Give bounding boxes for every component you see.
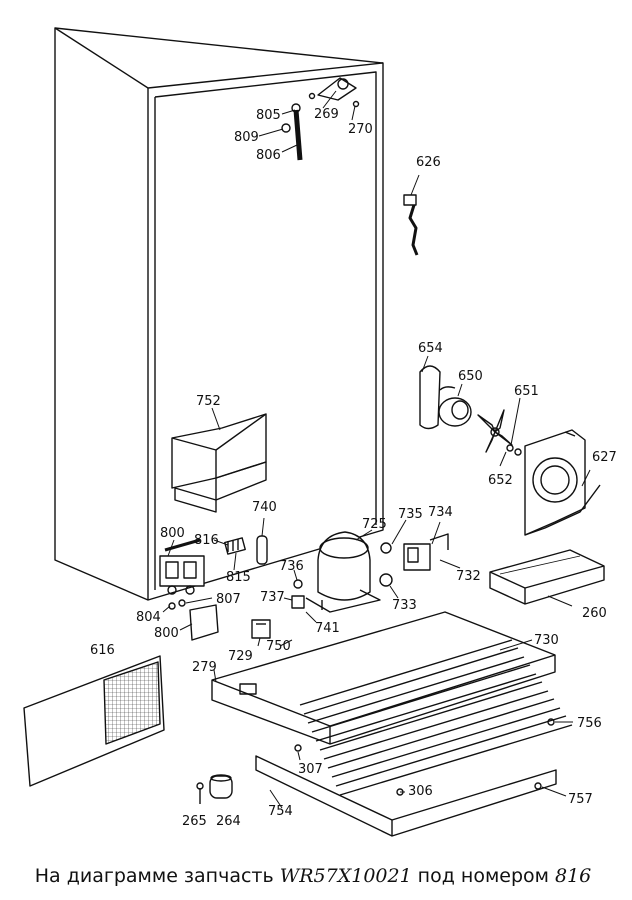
- part-labels: 805 269 270 809 806 626 654 650 651 627 …: [90, 107, 617, 829]
- label-740: 740: [252, 500, 277, 515]
- label-269: 269: [314, 107, 339, 122]
- part-269-270-bracket: [308, 77, 360, 108]
- label-807: 807: [216, 592, 241, 607]
- part-756-screw: [547, 718, 555, 726]
- label-652: 652: [488, 473, 513, 488]
- part-757-screw: [534, 782, 542, 790]
- label-270: 270: [348, 122, 373, 137]
- label-737: 737: [260, 590, 285, 605]
- parts-exploded-diagram: 805 269 270 809 806 626 654 650 651 627 …: [23, 27, 617, 837]
- part-737-sleeve: [291, 595, 305, 609]
- label-306: 306: [408, 784, 433, 799]
- label-264: 264: [216, 814, 241, 829]
- caption-part-code: WR57X10021: [279, 865, 412, 887]
- part-733-grommet: [379, 573, 393, 587]
- label-732: 732: [456, 569, 481, 584]
- label-741: 741: [315, 621, 340, 636]
- label-736: 736: [279, 559, 304, 574]
- part-650-fan-motor: [419, 365, 472, 430]
- label-627: 627: [592, 450, 617, 465]
- part-307-screw: [294, 744, 302, 752]
- part-626-cord: [403, 194, 419, 256]
- label-750: 750: [266, 639, 291, 654]
- label-265: 265: [182, 814, 207, 829]
- label-260: 260: [582, 606, 607, 621]
- part-736-grommet: [293, 579, 303, 589]
- part-816-fitting: [224, 537, 246, 555]
- part-740-relay: [256, 535, 268, 565]
- label-654: 654: [418, 341, 443, 356]
- leader-lines: [162, 90, 591, 809]
- part-627-fan-shroud: [524, 429, 601, 536]
- part-805-806-809-tube: [281, 103, 303, 161]
- part-754-base-pan: [255, 755, 557, 837]
- part-807-clip: [178, 599, 186, 607]
- label-730: 730: [534, 633, 559, 648]
- part-800-water-valve: [159, 538, 205, 595]
- label-734: 734: [428, 505, 453, 520]
- part-735-grommet: [380, 542, 392, 554]
- label-805: 805: [256, 108, 281, 123]
- label-800-bottom: 800: [154, 626, 179, 641]
- label-729: 729: [228, 649, 253, 664]
- part-616-grille-panel: [23, 655, 165, 787]
- caption-middle: под номером: [417, 865, 549, 887]
- caption-part-number: 816: [554, 865, 592, 887]
- label-816: 816: [194, 533, 219, 548]
- part-260-drain-pan: [489, 549, 605, 605]
- label-754: 754: [268, 804, 293, 819]
- caption-prefix: На диаграмме запчасть: [34, 865, 274, 887]
- part-729-capacitor: [251, 619, 271, 639]
- label-800-top: 800: [160, 526, 185, 541]
- label-756: 756: [577, 716, 602, 731]
- label-809: 809: [234, 130, 259, 145]
- label-806: 806: [256, 148, 281, 163]
- label-804: 804: [136, 610, 161, 625]
- label-757: 757: [568, 792, 593, 807]
- label-626: 626: [416, 155, 441, 170]
- label-815: 815: [226, 570, 251, 585]
- cabinet: [54, 27, 384, 601]
- part-651-fan-blade: [477, 409, 522, 456]
- label-725: 725: [362, 517, 387, 532]
- part-264-roller: [209, 774, 233, 799]
- caption: На диаграмме запчасть WR57X10021 под ном…: [0, 852, 632, 900]
- label-733: 733: [392, 598, 417, 613]
- part-804-screw: [168, 602, 176, 610]
- label-752: 752: [196, 394, 221, 409]
- label-279: 279: [192, 660, 217, 675]
- label-651: 651: [514, 384, 539, 399]
- part-734-overload: [403, 533, 449, 571]
- label-307: 307: [298, 762, 323, 777]
- label-735: 735: [398, 507, 423, 522]
- label-650: 650: [458, 369, 483, 384]
- part-265-screw: [196, 782, 204, 804]
- label-616: 616: [90, 643, 115, 658]
- part-725-compressor: [305, 531, 381, 613]
- part-752-duct: [171, 413, 267, 513]
- part-800-bracket: [189, 604, 219, 641]
- part-730-condenser: [299, 639, 573, 796]
